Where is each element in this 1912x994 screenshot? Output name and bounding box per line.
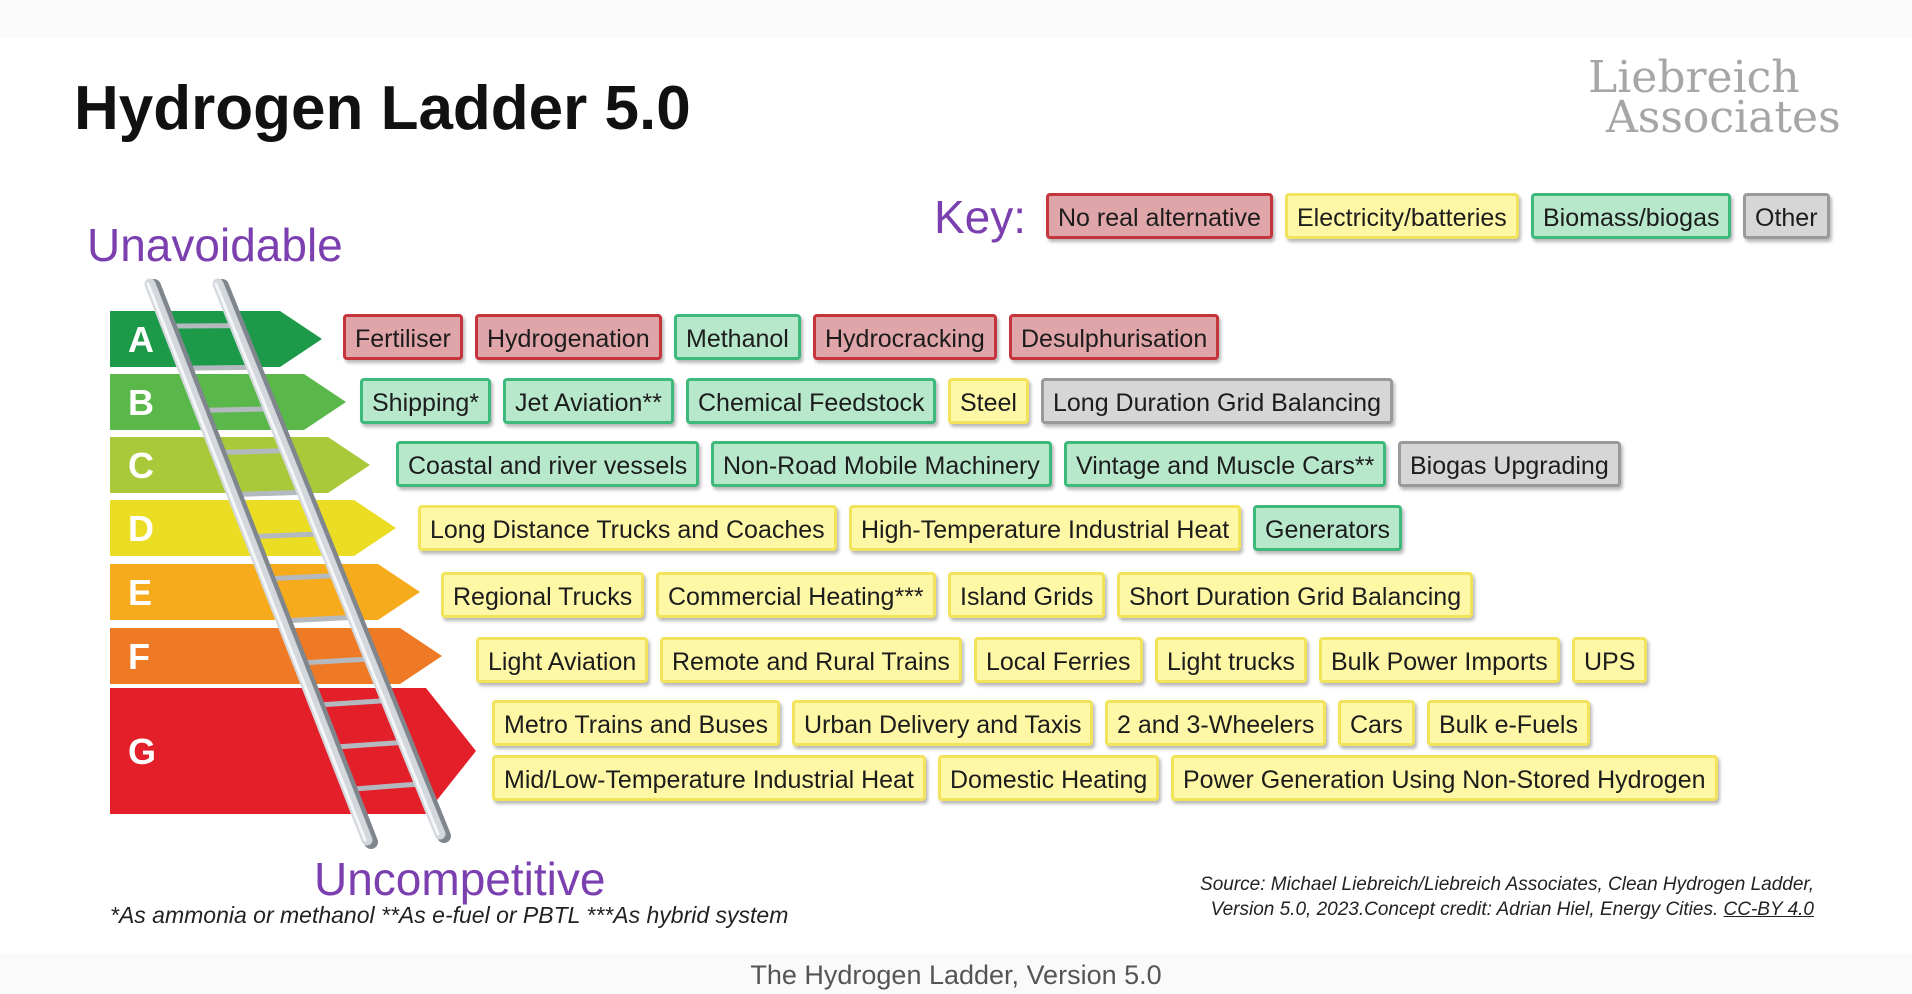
key-chip-no-real-alternative: No real alternative [1046, 193, 1273, 239]
chip-cars: Cars [1338, 700, 1415, 746]
tier-letter-g: G [128, 731, 156, 772]
figure-caption: The Hydrogen Ladder, Version 5.0 [750, 960, 1162, 990]
tier-letter-b: B [128, 382, 154, 423]
tier-letter-c: C [128, 445, 154, 486]
chip-fertiliser: Fertiliser [343, 314, 463, 360]
tier-band-g [110, 688, 476, 814]
chip-domestic-heating: Domestic Heating [938, 755, 1160, 801]
chip-non-road-mobile-machinery: Non-Road Mobile Machinery [711, 441, 1052, 487]
chip-island-grids: Island Grids [948, 572, 1106, 618]
tier-letter-f: F [128, 636, 150, 677]
unavoidable-label: Unavoidable [87, 219, 343, 271]
chip-bulk-e-fuels: Bulk e-Fuels [1427, 700, 1590, 746]
chip-hydrocracking: Hydrocracking [813, 314, 997, 360]
chip-long-distance-trucks-and-coaches: Long Distance Trucks and Coaches [418, 505, 837, 551]
source-line-1: Source: Michael Liebreich/Liebreich Asso… [1200, 874, 1814, 895]
source-line-2-text: Version 5.0, 2023.Concept credit: Adrian… [1210, 899, 1719, 920]
key-chip-electricity-batteries: Electricity/batteries [1285, 193, 1519, 239]
chip-2-and-3-wheelers: 2 and 3-Wheelers [1105, 700, 1327, 746]
chip-remote-and-rural-trains: Remote and Rural Trains [660, 637, 962, 683]
key-label: Key: [934, 191, 1027, 243]
tier-letter-e: E [128, 572, 152, 613]
chip-chemical-feedstock: Chemical Feedstock [686, 378, 937, 424]
chip-ups: UPS [1572, 637, 1648, 683]
chip-vintage-and-muscle-cars: Vintage and Muscle Cars** [1064, 441, 1387, 487]
tier-band-b [110, 374, 346, 430]
page-title: Hydrogen Ladder 5.0 [74, 74, 691, 143]
chip-desulphurisation: Desulphurisation [1009, 314, 1220, 360]
chip-coastal-and-river-vessels: Coastal and river vessels [396, 441, 700, 487]
logo-line-1: Liebreich [1588, 52, 1800, 103]
chip-power-generation-using-non-stored-hydrogen: Power Generation Using Non-Stored Hydrog… [1171, 755, 1718, 801]
chip-jet-aviation: Jet Aviation** [503, 378, 674, 424]
chip-methanol: Methanol [674, 314, 801, 360]
chip-generators: Generators [1253, 505, 1403, 551]
chip-bulk-power-imports: Bulk Power Imports [1319, 637, 1560, 683]
chip-light-trucks: Light trucks [1155, 637, 1307, 683]
chip-urban-delivery-and-taxis: Urban Delivery and Taxis [792, 700, 1094, 746]
key-chip-biomass-biogas: Biomass/biogas [1531, 193, 1732, 239]
chip-commercial-heating: Commercial Heating*** [656, 572, 936, 618]
source-credit: Source: Michael Liebreich/Liebreich Asso… [1110, 872, 1814, 922]
chip-long-duration-grid-balancing: Long Duration Grid Balancing [1041, 378, 1393, 424]
chip-biogas-upgrading: Biogas Upgrading [1398, 441, 1621, 487]
tier-letter-a: A [128, 319, 154, 360]
footnote: *As ammonia or methanol **As e-fuel or P… [110, 902, 789, 928]
logo-line-2: Associates [1606, 92, 1841, 143]
uncompetitive-label: Uncompetitive [314, 853, 606, 905]
tier-letter-d: D [128, 508, 154, 549]
license-link[interactable]: CC-BY 4.0 [1723, 899, 1814, 920]
chip-steel: Steel [948, 378, 1029, 424]
chip-hydrogenation: Hydrogenation [475, 314, 662, 360]
liebreich-associates-logo: Liebreich Associates [1580, 52, 1841, 143]
chip-short-duration-grid-balancing: Short Duration Grid Balancing [1117, 572, 1474, 618]
tier-band-f [110, 628, 442, 684]
chip-mid-low-temperature-industrial-heat: Mid/Low-Temperature Industrial Heat [492, 755, 926, 801]
key-chip-other: Other [1743, 193, 1830, 239]
chip-metro-trains-and-buses: Metro Trains and Buses [492, 700, 781, 746]
chip-shipping: Shipping* [360, 378, 492, 424]
source-line-2: Version 5.0, 2023.Concept credit: Adrian… [1110, 897, 1814, 922]
chip-high-temperature-industrial-heat: High-Temperature Industrial Heat [849, 505, 1242, 551]
chip-light-aviation: Light Aviation [476, 637, 649, 683]
chip-local-ferries: Local Ferries [974, 637, 1143, 683]
ladder-icon [144, 278, 451, 849]
chip-regional-trucks: Regional Trucks [441, 572, 645, 618]
